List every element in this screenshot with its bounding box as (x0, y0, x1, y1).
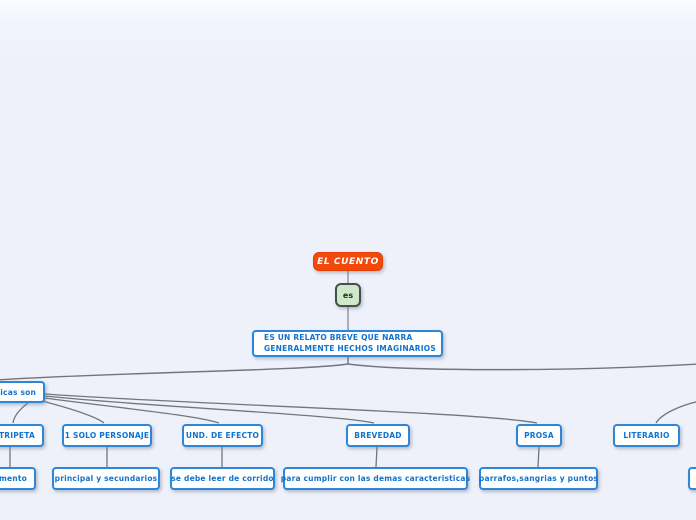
connector-hub-right (347, 363, 696, 371)
node-label: se debe leer de corrido (171, 474, 274, 483)
node-prosa[interactable]: PROSA (516, 424, 562, 447)
node-label: 1 SOLO PERSONAJE (64, 431, 150, 440)
connector-branch-prosa (44, 393, 538, 424)
node-argumento[interactable]: umento (0, 467, 36, 490)
connector-brevedad-detail (375, 446, 378, 468)
node-label: parrafos,sangrias y puntos (478, 474, 599, 483)
node-label: principal y secundarios (54, 474, 158, 483)
node-parrafos-sangrias-puntos[interactable]: parrafos,sangrias y puntos (479, 467, 598, 490)
connector-branch-literario (655, 401, 696, 424)
node-es[interactable]: es (335, 283, 361, 307)
node-label: PROSA (524, 431, 554, 440)
connector-branch-personaje (41, 400, 105, 424)
node-el-cuento[interactable]: EL CUENTO (313, 252, 383, 271)
node-label: ticas son (0, 387, 36, 397)
node-label: BREVEDAD (354, 431, 402, 440)
definition-line-2: GENERALMENTE HECHOS IMAGINARIOS (264, 343, 436, 353)
node-centripeta[interactable]: NTRIPETA (0, 424, 44, 447)
connector-branch-efecto (44, 397, 220, 424)
node-definition[interactable]: ES UN RELATO BREVE QUE NARRA GENERALMENT… (252, 330, 443, 357)
node-cut-right-edge[interactable] (688, 467, 696, 490)
node-1-solo-personaje[interactable]: 1 SOLO PERSONAJE (62, 424, 152, 447)
node-se-debe-leer-de-corrido[interactable]: se debe leer de corrido (170, 467, 275, 490)
node-label: EL CUENTO (317, 256, 379, 267)
node-label: LITERARIO (623, 431, 670, 440)
node-label: umento (0, 474, 27, 483)
node-label: UND. DE EFECTO (185, 431, 260, 440)
connector-branch-brevedad (44, 395, 375, 424)
node-principal-y-secundarios[interactable]: principal y secundarios (52, 467, 160, 490)
node-und-de-efecto[interactable]: UND. DE EFECTO (182, 424, 263, 447)
node-label: para cumplir con las demas caracteristic… (280, 474, 471, 483)
node-caracteristicas-son[interactable]: ticas son (0, 381, 45, 403)
connector-branch-centripeta (12, 402, 29, 424)
node-para-cumplir-caracteristicas[interactable]: para cumplir con las demas caracteristic… (280, 467, 471, 490)
node-brevedad[interactable]: BREVEDAD (346, 424, 410, 447)
connector-prosa-detail (537, 446, 540, 468)
node-label: es (342, 290, 354, 300)
connector-hub-left (0, 363, 349, 381)
definition-line-1: ES UN RELATO BREVE QUE NARRA (264, 333, 413, 343)
node-label: NTRIPETA (0, 431, 35, 440)
node-literario[interactable]: LITERARIO (613, 424, 680, 447)
